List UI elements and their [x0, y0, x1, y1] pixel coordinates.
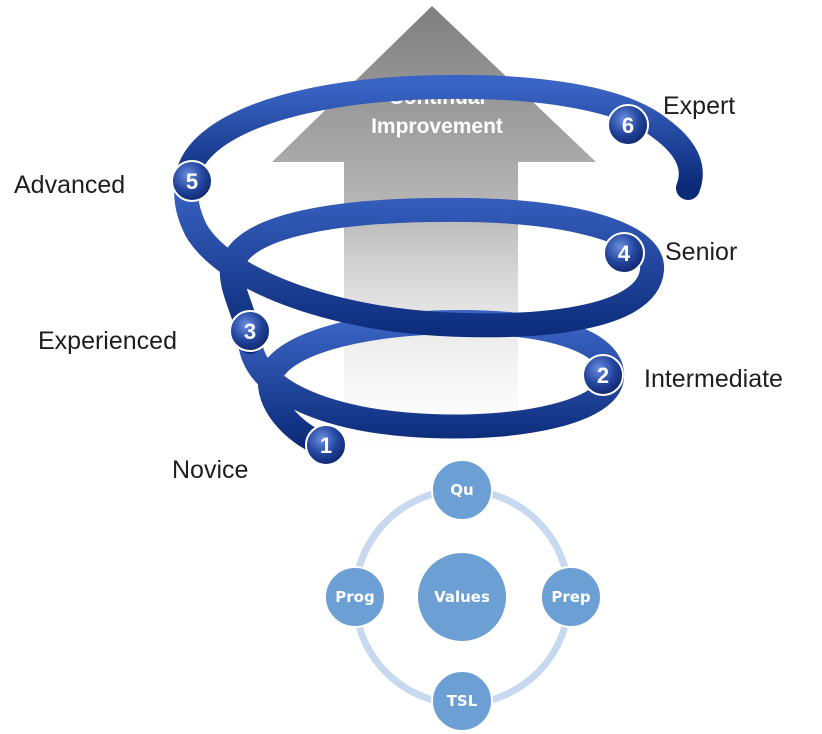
spiral-segment-bottom: [238, 309, 625, 457]
stage-badge-3: 3: [229, 310, 271, 352]
svg-text:Values: Values: [434, 588, 490, 606]
svg-text:4: 4: [618, 241, 631, 266]
stage-label-advanced: Advanced: [14, 171, 125, 199]
svg-text:2: 2: [597, 363, 609, 388]
stage-label-novice: Novice: [172, 456, 248, 484]
stage-badge-1: 1: [305, 424, 347, 466]
cycle-node-center: Values: [416, 551, 508, 643]
spiral-segment-top: [175, 74, 703, 200]
cycle-node-top: Qu: [431, 459, 493, 521]
svg-text:5: 5: [186, 169, 198, 194]
stage-badge-4: 4: [603, 232, 645, 274]
spiral: [174, 74, 703, 457]
stage-badge-6: 6: [607, 104, 649, 146]
svg-text:Prep: Prep: [551, 588, 591, 606]
arrow-shape: [272, 6, 596, 470]
svg-text:TSL: TSL: [447, 692, 478, 710]
cycle-node-right: Prep: [540, 566, 602, 628]
values-cycle: Values Qu Prep TSL Prog: [324, 459, 602, 732]
stage-label-expert: Expert: [663, 92, 735, 120]
stage-label-senior: Senior: [665, 238, 737, 266]
svg-text:6: 6: [622, 113, 634, 138]
arrow-label-line2: Improvement: [371, 115, 503, 138]
cycle-node-left: Prog: [324, 566, 386, 628]
stage-label-experienced: Experienced: [38, 327, 177, 355]
svg-text:1: 1: [320, 433, 332, 458]
spiral-segment-middle: [174, 168, 664, 354]
stage-badge-5: 5: [171, 160, 213, 202]
svg-text:Qu: Qu: [450, 481, 473, 499]
cycle-node-bottom: TSL: [431, 670, 493, 732]
stage-badge-2: 2: [582, 354, 624, 396]
stage-label-intermediate: Intermediate: [644, 365, 783, 393]
svg-text:Prog: Prog: [335, 588, 374, 606]
svg-text:3: 3: [244, 319, 256, 344]
